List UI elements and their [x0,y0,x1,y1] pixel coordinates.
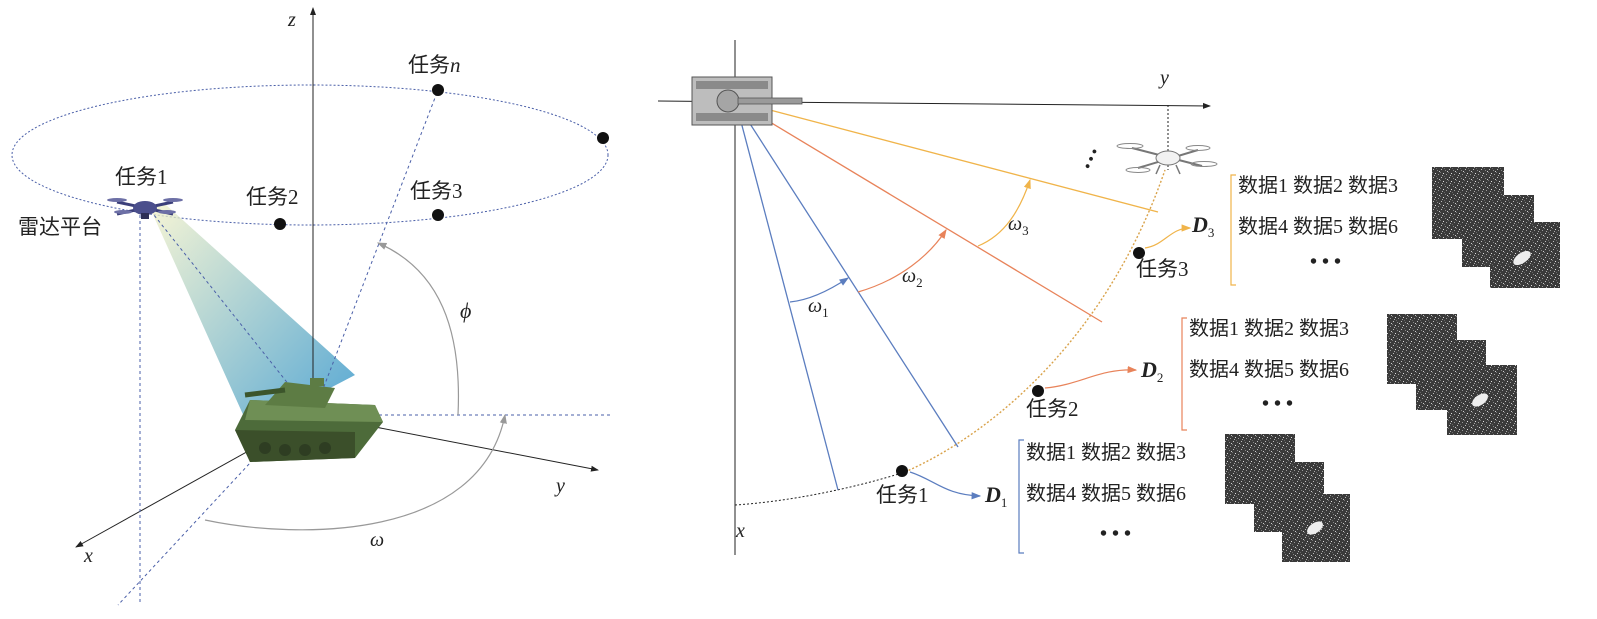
omega-arc [204,413,507,531]
d2-brace [1181,317,1187,431]
phi-arc [376,242,460,416]
orbit-right-point [597,132,609,144]
yellow-ray-1 [769,109,1159,213]
d3-brace [1230,174,1236,286]
d1-row1: 数据1 数据2 数据3 [1026,441,1186,464]
right-x-axis-label: x [735,520,745,542]
d1-target-blob [1307,521,1323,535]
d3-more: • • • [1310,251,1341,273]
drone-topright-icon [1116,143,1218,175]
orange-ray-1 [754,112,1103,323]
right-task-1-point [896,465,908,477]
d3-label: D3 [1191,212,1214,240]
right-task-1-label: 任务1 [876,483,929,507]
blue-ray-1 [739,117,839,491]
drone-icon [107,198,183,219]
d3-target-blob [1513,250,1531,266]
d2-label: D2 [1140,357,1163,385]
omega2-arc [857,228,947,293]
task-1-label: 任务1 [115,165,168,189]
task-3-point [432,209,444,221]
radar-beam [150,204,355,430]
left-panel: z x y ϕ ω 任务n 任务3 任务2 任务1 雷达平台 [11,7,610,606]
arrow-task3-d3 [1144,224,1192,249]
ellipsis-dots: … [1069,140,1103,173]
d2-row1: 数据1 数据2 数据3 [1189,317,1349,340]
data-group-d1: D1 数据1 数据2 数据3 数据4 数据5 数据6 • • • [984,434,1350,562]
d1-label: D1 [984,482,1007,510]
omega1-arc [789,277,849,303]
d3-row2: 数据4 数据5 数据6 [1238,215,1398,238]
x-axis-label: x [83,545,93,567]
d1-row2: 数据4 数据5 数据6 [1026,482,1186,505]
omega3-label: ω3 [1008,213,1029,238]
blue-ray-2 [744,115,959,448]
right-task-2-point [1032,385,1044,397]
task-n-point [432,84,444,96]
z-axis-label: z [287,9,296,31]
task-2-point [274,218,286,230]
omega3-arc [977,178,1031,247]
dash-to-taskn [312,89,439,416]
tank-icon [235,378,383,462]
right-task-2-label: 任务2 [1026,397,1079,421]
task-3-label: 任务3 [410,179,463,203]
right-task-3-point [1133,247,1145,259]
orbit-arc-colored [904,169,1166,473]
d1-brace [1018,439,1024,554]
orbit-ellipse [11,84,609,226]
radar-platform-label: 雷达平台 [18,215,102,239]
d1-more: • • • [1100,523,1131,545]
phi-label: ϕ [460,298,471,323]
omega1-label: ω1 [808,295,829,320]
orbit-arc-dotted [734,471,906,506]
right-y-axis-label: y [1158,67,1169,89]
task-n-label: 任务n [408,53,461,77]
right-task-3-label: 任务3 [1136,257,1189,281]
d2-row2: 数据4 数据5 数据6 [1189,358,1349,381]
data-group-d2: D2 数据1 数据2 数据3 数据4 数据5 数据6 • • • [1140,314,1517,435]
omega2-label: ω2 [902,265,923,290]
task-2-label: 任务2 [246,185,299,209]
data-group-d3: D3 数据1 数据2 数据3 数据4 数据5 数据6 • • • [1191,167,1560,288]
tank-topview-icon [691,76,803,126]
right-panel: y x … ω1 ω2 ω3 任务1 任务2 任务3 [657,40,1560,562]
d3-row1: 数据1 数据2 数据3 [1238,174,1398,197]
d2-more: • • • [1262,393,1293,415]
omega-label: ω [370,529,384,551]
arrow-task1-d1 [909,471,982,500]
d2-target-blob [1472,393,1488,407]
arrow-task2-d2 [1044,365,1138,389]
y-axis-label: y [554,475,565,497]
dash-to-drone [149,209,314,416]
